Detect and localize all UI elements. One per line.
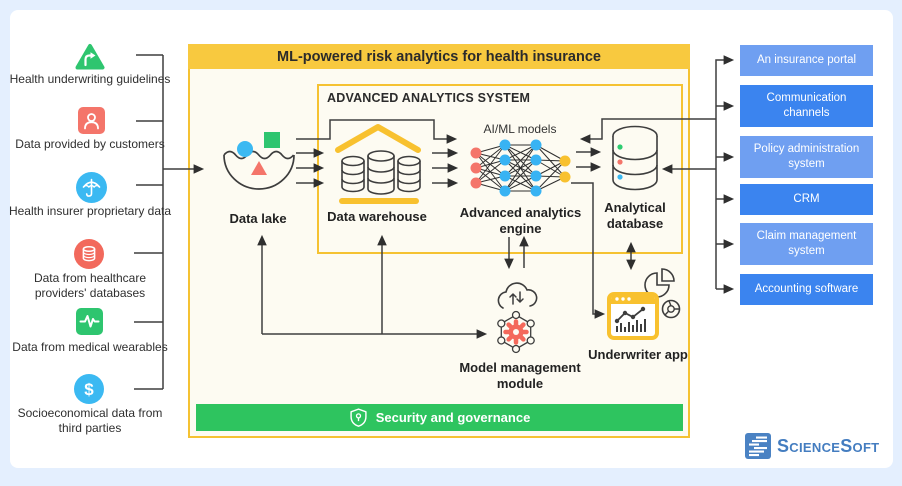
data-lake-icon bbox=[218, 128, 300, 210]
sciencesoft-logo: ScienceSoft bbox=[745, 433, 879, 459]
target-claim-management: Claim management system bbox=[740, 223, 873, 265]
umbrella-icon bbox=[76, 172, 107, 203]
sciencesoft-logo-text: ScienceSoft bbox=[777, 435, 880, 456]
source-label-provider-databases: Data from healthcare providers' database… bbox=[33, 271, 147, 301]
diagram-title: ML-powered risk analytics for health ins… bbox=[188, 44, 690, 69]
analytical-database-label: Analytical database bbox=[604, 200, 666, 231]
data-warehouse-label: Data warehouse bbox=[327, 209, 427, 224]
model-management-label: Model management module bbox=[459, 360, 581, 391]
target-accounting-software: Accounting software bbox=[740, 274, 873, 305]
dollar-icon: $ bbox=[74, 374, 104, 404]
pulse-icon bbox=[76, 308, 103, 335]
underwriter-app-icon bbox=[603, 268, 685, 346]
data-lake-label: Data lake bbox=[229, 211, 287, 226]
security-governance-bar: Security and governance bbox=[196, 404, 683, 431]
data-warehouse-icon bbox=[328, 118, 428, 208]
svg-text:$: $ bbox=[84, 380, 94, 399]
security-governance-label: Security and governance bbox=[375, 410, 531, 425]
source-label-insurer-data: Health insurer proprietary data bbox=[8, 204, 172, 218]
target-policy-admin-system: Policy administration system bbox=[740, 136, 873, 178]
ml-risk-analytics-box bbox=[188, 44, 690, 438]
model-management-icon bbox=[489, 280, 553, 360]
route-arrow-icon bbox=[75, 42, 105, 72]
ai-ml-models-label: AI/ML models bbox=[483, 122, 557, 136]
person-icon bbox=[78, 107, 105, 134]
shield-keyhole-icon bbox=[349, 408, 368, 427]
sciencesoft-logo-icon bbox=[745, 433, 771, 459]
analytics-engine-label: Advanced analytics engine bbox=[459, 205, 582, 236]
target-crm: CRM bbox=[740, 184, 873, 215]
source-label-customer-data: Data provided by customers bbox=[15, 137, 165, 151]
target-communication-channels: Communication channels bbox=[740, 85, 873, 127]
advanced-analytics-system-label: ADVANCED ANALYTICS SYSTEM bbox=[327, 91, 531, 105]
database-icon bbox=[74, 239, 104, 269]
source-label-underwriting-guidelines: Health underwriting guidelines bbox=[9, 72, 171, 86]
source-label-wearables-data: Data from medical wearables bbox=[12, 340, 168, 354]
source-label-socioeconomic-data: Socioeconomical data from third parties bbox=[17, 406, 163, 436]
analytical-database-icon bbox=[611, 124, 659, 194]
underwriter-app-label: Underwriter app bbox=[588, 347, 688, 362]
target-insurance-portal: An insurance portal bbox=[740, 45, 873, 76]
neural-network-icon bbox=[465, 138, 577, 200]
